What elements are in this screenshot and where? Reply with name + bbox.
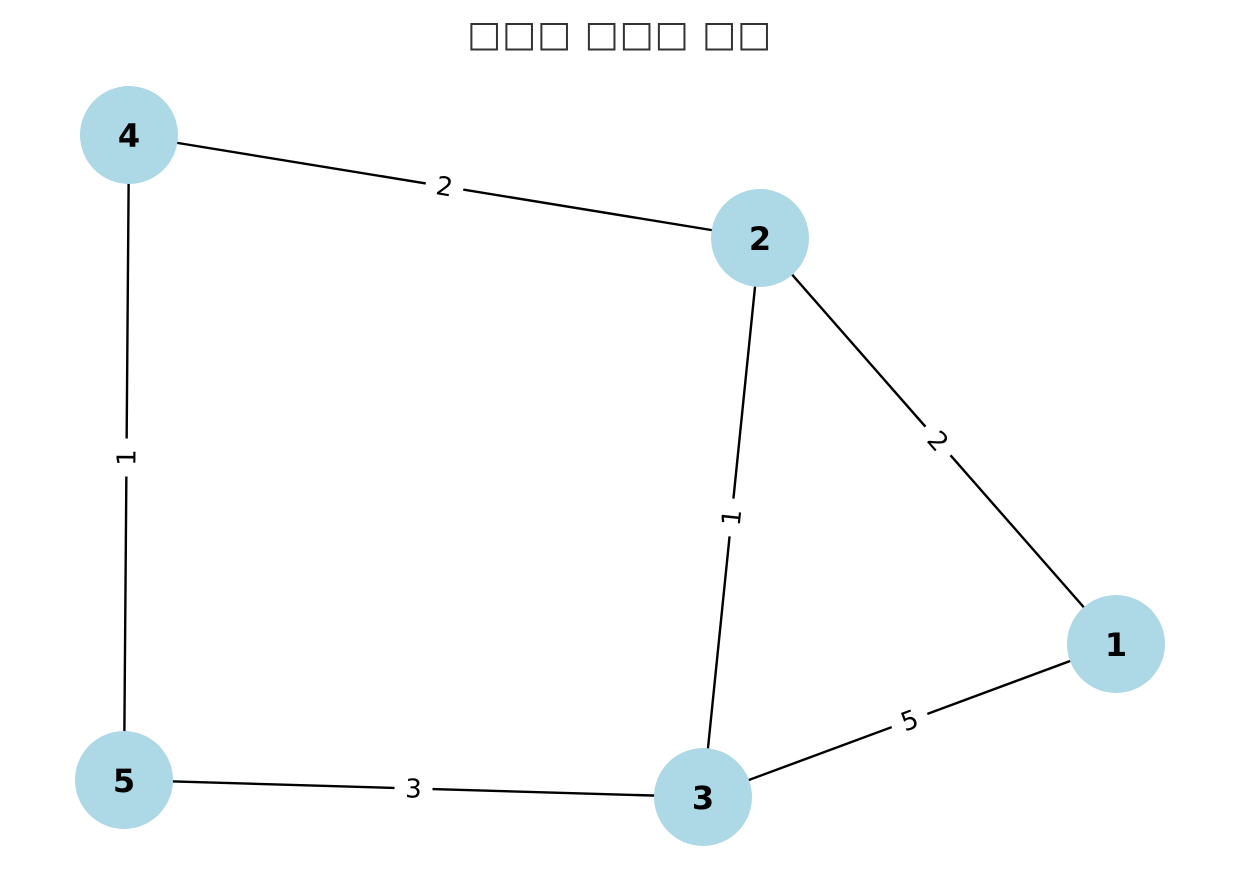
node-label: 1 [1105, 626, 1127, 664]
edge-weight-text: 1 [717, 508, 749, 528]
edge-2-3: 1 [701, 237, 762, 798]
node-label: 2 [749, 220, 771, 258]
edge-weight-text: 3 [405, 774, 422, 804]
diagram-title: □□□ □□□ □□ [467, 14, 772, 55]
edge-label-background [423, 166, 466, 207]
edge-4-2: 2 [128, 133, 761, 240]
edge-weight-label: 1 [109, 438, 144, 477]
node-1: 1 [1067, 595, 1165, 693]
edge-weight-label: 2 [423, 166, 466, 207]
node-circle [711, 189, 809, 287]
edge-weight-label: 5 [885, 697, 934, 744]
node-label: 3 [692, 779, 714, 817]
node-5: 5 [75, 731, 173, 829]
edge-weight-label: 2 [912, 415, 964, 467]
edge-2-1: 2 [759, 237, 1117, 645]
node-label: 4 [118, 117, 140, 155]
node-circle [80, 86, 178, 184]
edge-weight-label: 3 [394, 770, 433, 807]
edge-label-background [109, 438, 144, 477]
node-3: 3 [654, 748, 752, 846]
edge-weight-text: 1 [112, 449, 142, 466]
edge-label-background [885, 697, 934, 744]
edge-5-3: 3 [123, 770, 704, 807]
edge-4-5: 1 [109, 134, 144, 781]
edges-layer: 2 1 1 2 5 3 [109, 133, 1117, 807]
edge-label-background [394, 770, 433, 807]
nodes-layer: 1 2 3 4 5 [75, 86, 1165, 846]
edge-label-background [912, 415, 964, 467]
edge-weight-label: 1 [712, 496, 751, 539]
node-2: 2 [711, 189, 809, 287]
edge-label-background [712, 496, 751, 539]
node-circle [654, 748, 752, 846]
edge-weight-text: 2 [434, 171, 455, 203]
edge-1-3: 5 [702, 642, 1117, 799]
node-circle [75, 731, 173, 829]
node-circle [1067, 595, 1165, 693]
node-4: 4 [80, 86, 178, 184]
node-label: 5 [113, 762, 135, 800]
